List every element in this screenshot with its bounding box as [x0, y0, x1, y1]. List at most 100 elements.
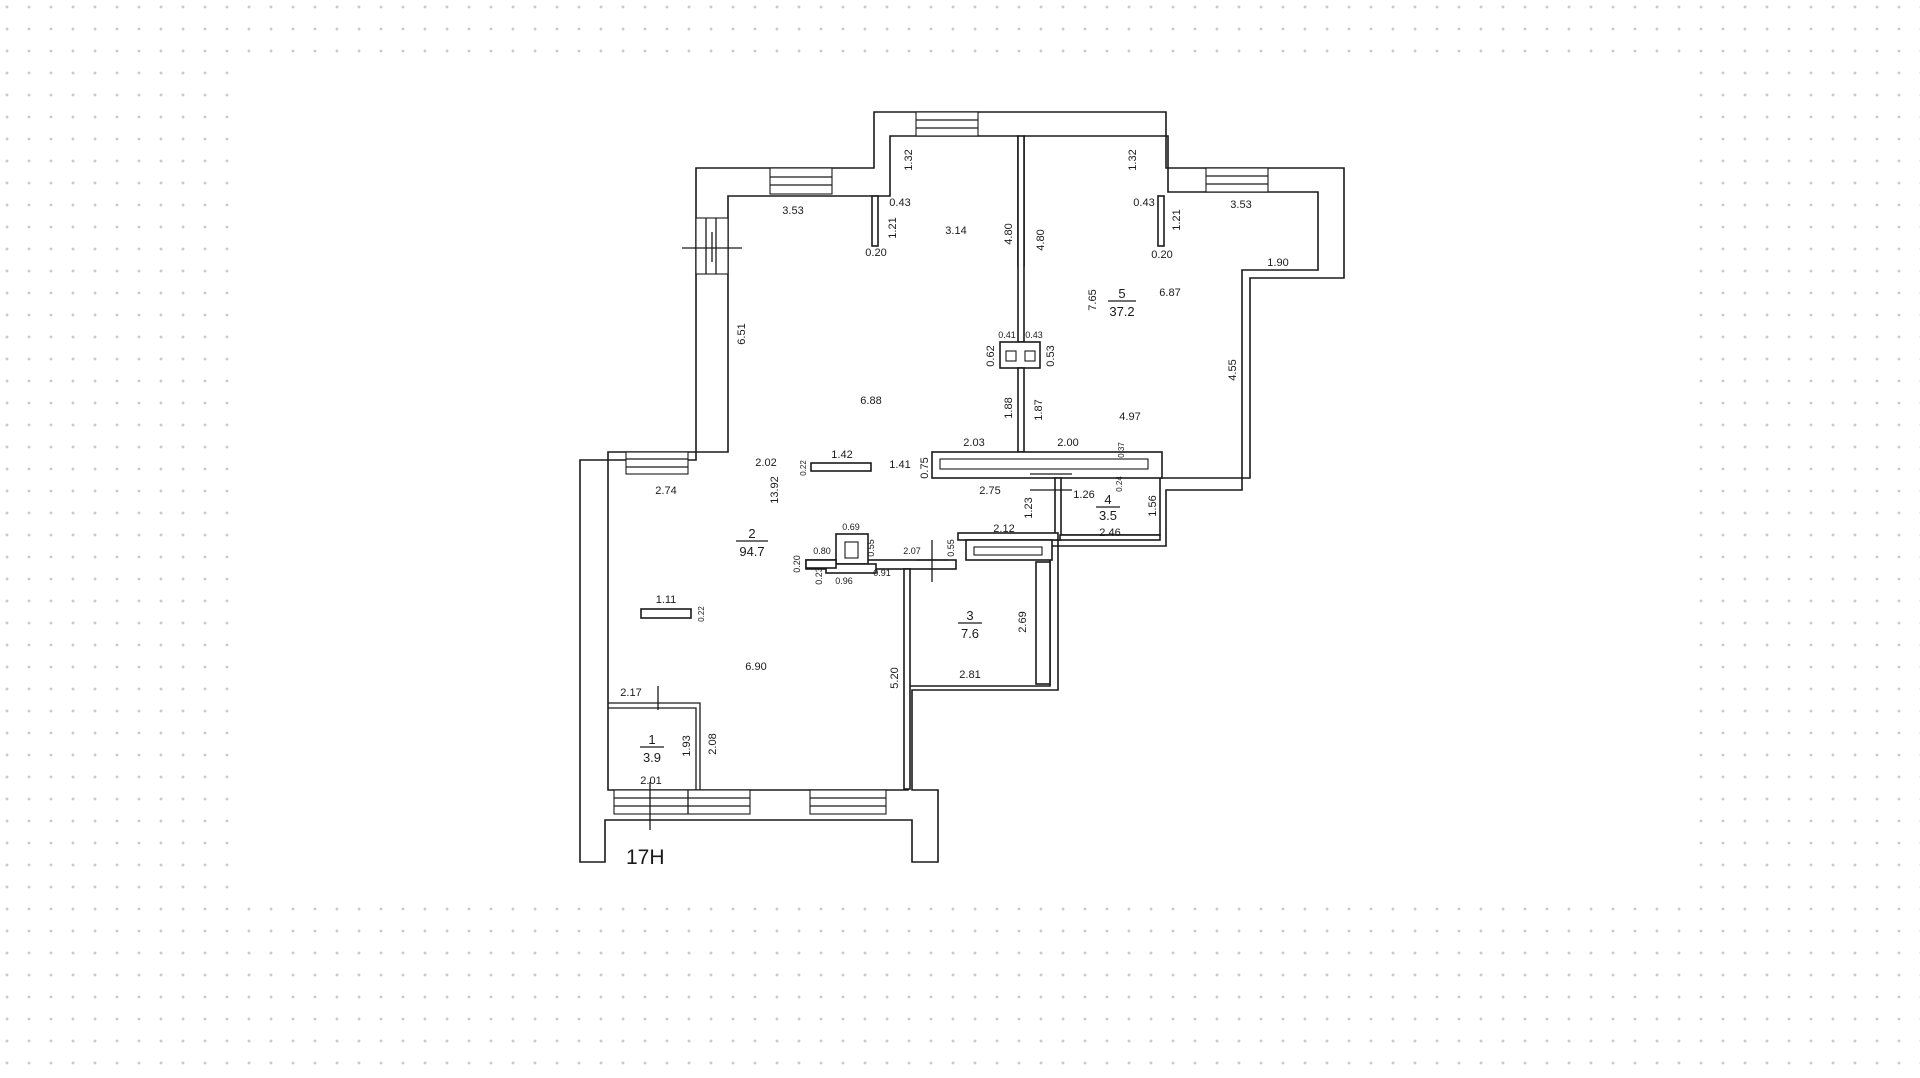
dimension-label: 0.69	[842, 522, 860, 532]
dimension-label: 1.88	[1003, 397, 1015, 418]
dimension-label: 1.23	[1023, 497, 1035, 518]
wall-room2-room5-lower	[1017, 367, 1025, 453]
dimension-label: 2.17	[620, 687, 641, 699]
room-labels: 1 3.9 2 94.7 3 7.6 4 3.5 5 37.2	[640, 286, 1136, 765]
dimension-label: 1.26	[1073, 489, 1094, 501]
dimension-label: 4.97	[1119, 411, 1140, 423]
room-5-area: 37.2	[1109, 304, 1134, 319]
dimension-label: 0.55	[946, 539, 956, 557]
dimension-label: 2.12	[993, 523, 1014, 535]
wall-room3-left	[903, 568, 911, 790]
dimension-label: 1.21	[1171, 209, 1183, 230]
window-top-center	[915, 111, 979, 137]
wall-stub-right	[1157, 195, 1165, 247]
dimension-label: 2.74	[655, 485, 676, 497]
dimension-label: 1.32	[1127, 149, 1139, 170]
wall-stub-left	[871, 195, 879, 247]
dimension-label: 6.87	[1159, 287, 1180, 299]
dimension-label: 2.07	[903, 546, 921, 556]
dimension-label: 4.80	[1035, 229, 1047, 250]
dimension-label: 3.14	[945, 225, 966, 237]
dimension-label: 1.32	[903, 149, 915, 170]
windows	[613, 111, 1269, 815]
window-bottom-2	[809, 789, 887, 815]
room-4-number: 4	[1104, 492, 1111, 507]
dimension-label: 0.23	[814, 567, 824, 585]
wall-room3-inner	[973, 546, 1043, 556]
partition-1-11	[640, 608, 692, 619]
room-4-area: 3.5	[1099, 508, 1117, 523]
dimension-label: 0.53	[1045, 345, 1057, 366]
room-2-number: 2	[748, 526, 755, 541]
wall-horizontal-mid-inner	[939, 458, 1149, 470]
dimension-label: 0.43	[1025, 330, 1043, 340]
dimension-label: 2.02	[755, 457, 776, 469]
room-3-number: 3	[966, 608, 973, 623]
dimension-label: 13.92	[769, 476, 781, 504]
dimension-label: 0.22	[697, 606, 706, 622]
window-left-mid	[625, 451, 689, 475]
dimension-label: 1.42	[831, 449, 852, 461]
dimension-label: 0.91	[873, 568, 891, 578]
unit-label: 17Н	[626, 846, 665, 869]
dimension-label: 0.80	[813, 546, 831, 556]
dimension-label: 1.21	[887, 217, 899, 238]
dimension-label: 0.37	[1117, 442, 1126, 458]
dimension-label: 6.88	[860, 395, 881, 407]
room-1-number: 1	[648, 732, 655, 747]
dimension-label: 4.80	[1003, 223, 1015, 244]
dimension-label: 1.93	[681, 735, 693, 756]
wall-room3-right	[1035, 561, 1051, 685]
column-base-left	[805, 559, 837, 569]
section-marks	[649, 473, 1072, 830]
dimension-label: 4.55	[1227, 359, 1239, 380]
dimension-label: 1.41	[889, 459, 910, 471]
partition-1-42	[810, 462, 872, 472]
dimension-label: 0.41	[998, 330, 1016, 340]
dimension-label: 2.00	[1057, 437, 1078, 449]
dimension-label: 1.11	[656, 594, 677, 606]
dimension-label: 2.01	[640, 775, 661, 787]
dimension-label: 1.56	[1147, 495, 1159, 516]
dimension-label: 0.43	[1133, 197, 1154, 209]
room-3-area: 7.6	[961, 626, 979, 641]
dimension-label: 6.90	[745, 661, 766, 673]
dimension-label: 0.22	[799, 460, 808, 476]
dimension-label: 1.90	[1267, 257, 1288, 269]
dimension-label: 0.20	[865, 247, 886, 259]
wall-room1	[608, 702, 701, 790]
wall-room2-room5	[1017, 135, 1025, 343]
shaft-duct-left	[1005, 350, 1017, 362]
shaft-duct-right	[1024, 350, 1036, 362]
dimension-label: 2.81	[959, 669, 980, 681]
dimension-label: 0.75	[919, 457, 931, 478]
dimension-label: 0.24	[1115, 476, 1124, 492]
dimension-label: 3.53	[1230, 199, 1251, 211]
column-center-inner	[844, 541, 859, 559]
dimension-label: 0.55	[866, 539, 876, 557]
wall-room4-bottom	[1059, 534, 1161, 541]
dimension-label: 1.87	[1033, 399, 1045, 420]
dimension-label: 0.62	[985, 345, 997, 366]
dimension-label: 3.53	[782, 205, 803, 217]
dimension-label: 0.43	[889, 197, 910, 209]
dimension-label: 2.69	[1017, 611, 1029, 632]
dimension-labels: 1.32 0.43 3.53 1.21 0.20 3.14 4.80 4.80 …	[620, 149, 1288, 787]
dimension-label: 5.20	[889, 667, 901, 688]
dimension-label: 6.51	[736, 323, 748, 344]
room-5-number: 5	[1118, 286, 1125, 301]
window-top-right	[1205, 167, 1269, 193]
dimension-label: 2.08	[707, 733, 719, 754]
room-1-area: 3.9	[643, 750, 661, 765]
room-2-area: 94.7	[739, 544, 764, 559]
dimension-label: 0.20	[792, 555, 802, 573]
wall-room4	[1054, 477, 1062, 541]
dimension-label: 2.75	[979, 485, 1000, 497]
window-top-left	[769, 167, 833, 195]
dimension-label: 0.96	[835, 576, 853, 586]
dimension-label: 2.03	[963, 437, 984, 449]
dimension-label: 7.65	[1087, 289, 1099, 310]
dimension-label: 0.20	[1151, 249, 1172, 261]
